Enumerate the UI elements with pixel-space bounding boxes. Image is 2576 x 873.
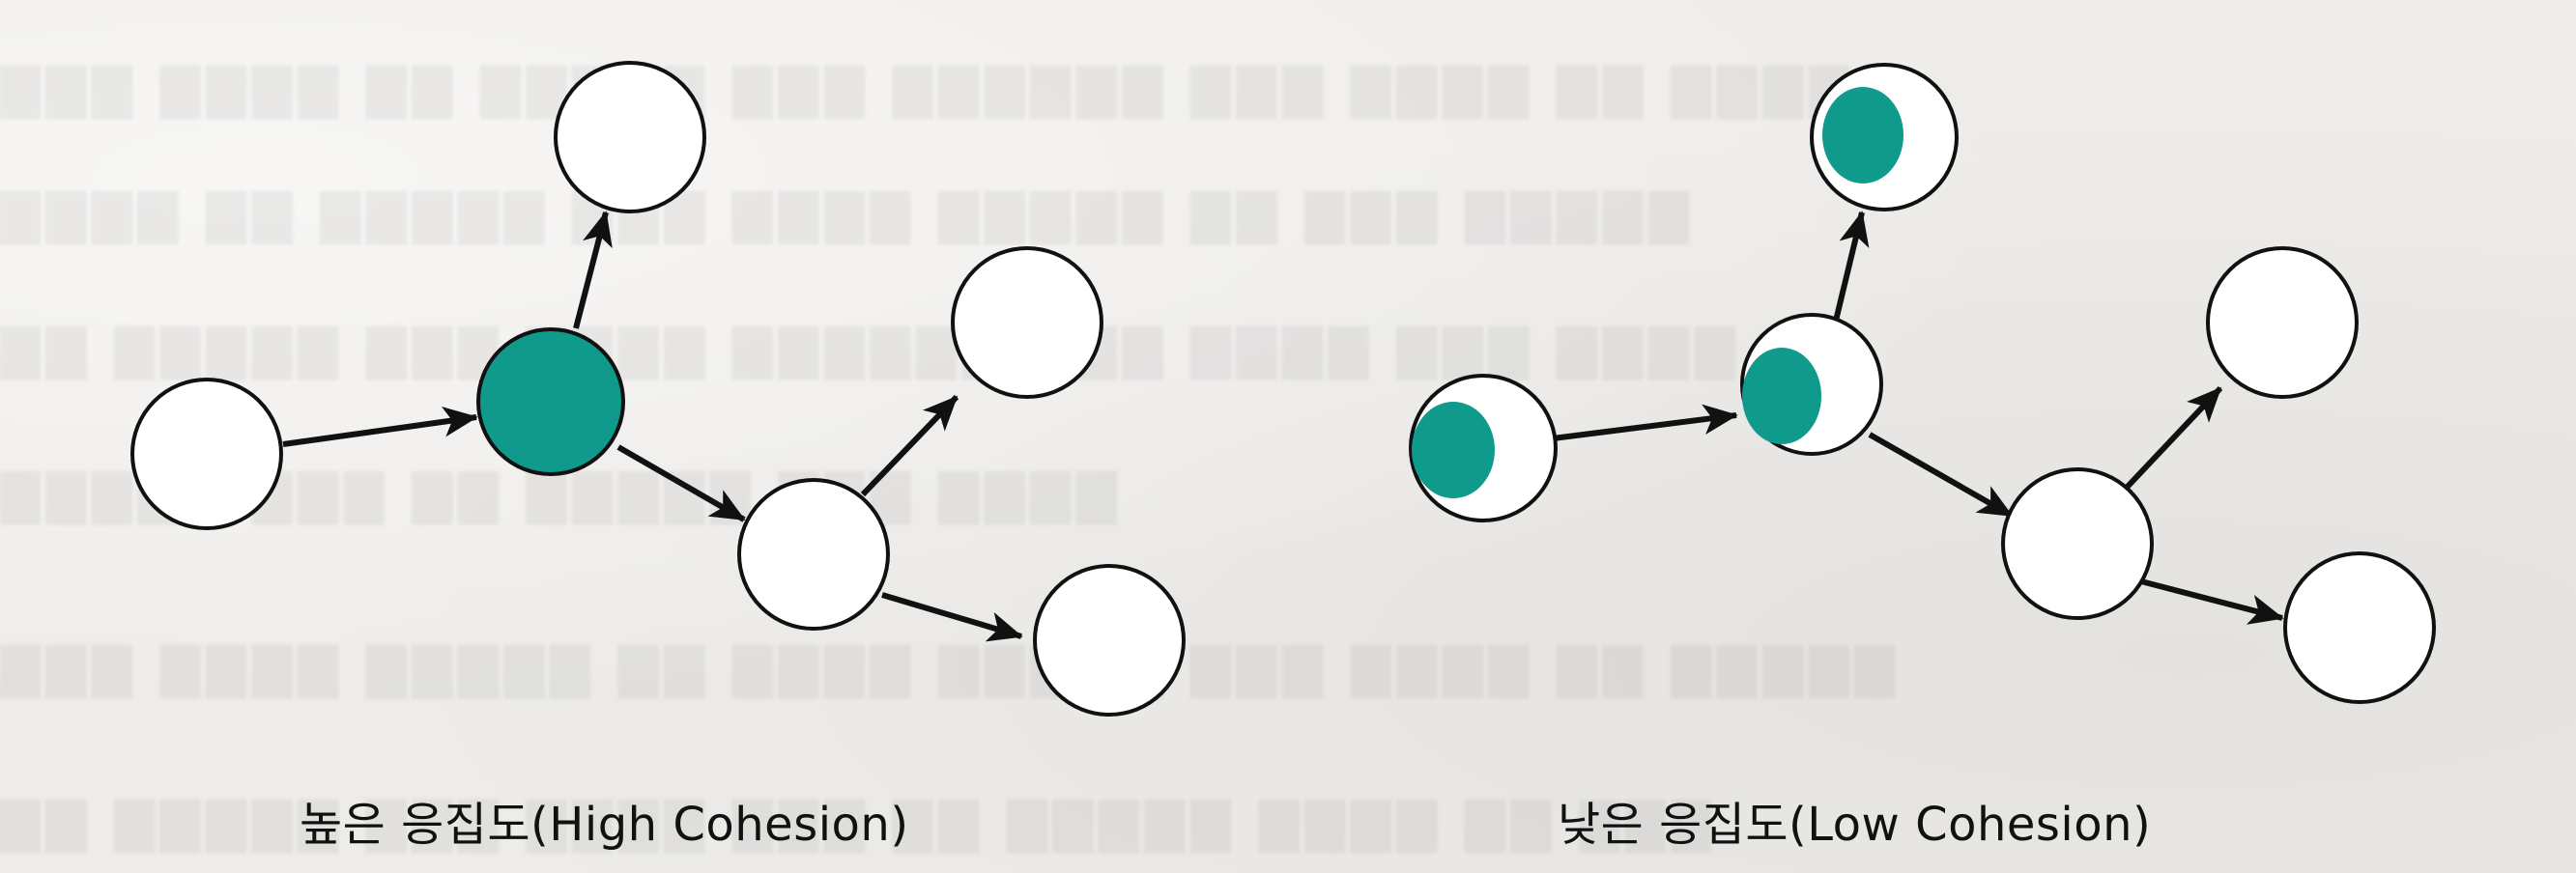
node-high-right-top — [951, 246, 1103, 399]
node-low-right-bottom — [2283, 551, 2436, 704]
node-high-center-filled — [476, 327, 625, 476]
node-low-top-fill — [1822, 87, 1903, 183]
node-low-left-fill — [1412, 402, 1495, 498]
node-low-middle — [2001, 467, 2154, 620]
node-high-right-bottom — [1033, 564, 1186, 717]
node-low-center-fill — [1742, 348, 1821, 444]
node-high-top — [554, 61, 706, 213]
edge-high-middle-to-right-bottom — [881, 592, 1023, 642]
edge-low-center-to-middle — [1868, 432, 2014, 519]
caption-low-cohesion: 낮은 응집도(Low Cohesion) — [1558, 798, 2152, 852]
high-cohesion-diagram — [130, 61, 1186, 717]
edge-low-middle-to-right-bottom — [2140, 578, 2284, 625]
node-low-right-top — [2206, 246, 2359, 399]
caption-high-cohesion: 높은 응집도(High Cohesion) — [300, 798, 909, 852]
low-cohesion-diagram — [1409, 63, 2436, 704]
edge-high-center-to-middle — [616, 444, 746, 522]
edge-high-left-to-center — [282, 407, 478, 447]
edge-low-middle-to-right-top — [2119, 385, 2223, 495]
edge-high-center-to-top — [573, 211, 613, 329]
edge-low-center-to-top — [1833, 211, 1870, 322]
node-high-left — [130, 378, 283, 530]
edge-high-middle-to-right-top — [860, 394, 959, 497]
edge-low-left-to-center — [1552, 404, 1738, 441]
node-high-middle — [737, 478, 890, 631]
